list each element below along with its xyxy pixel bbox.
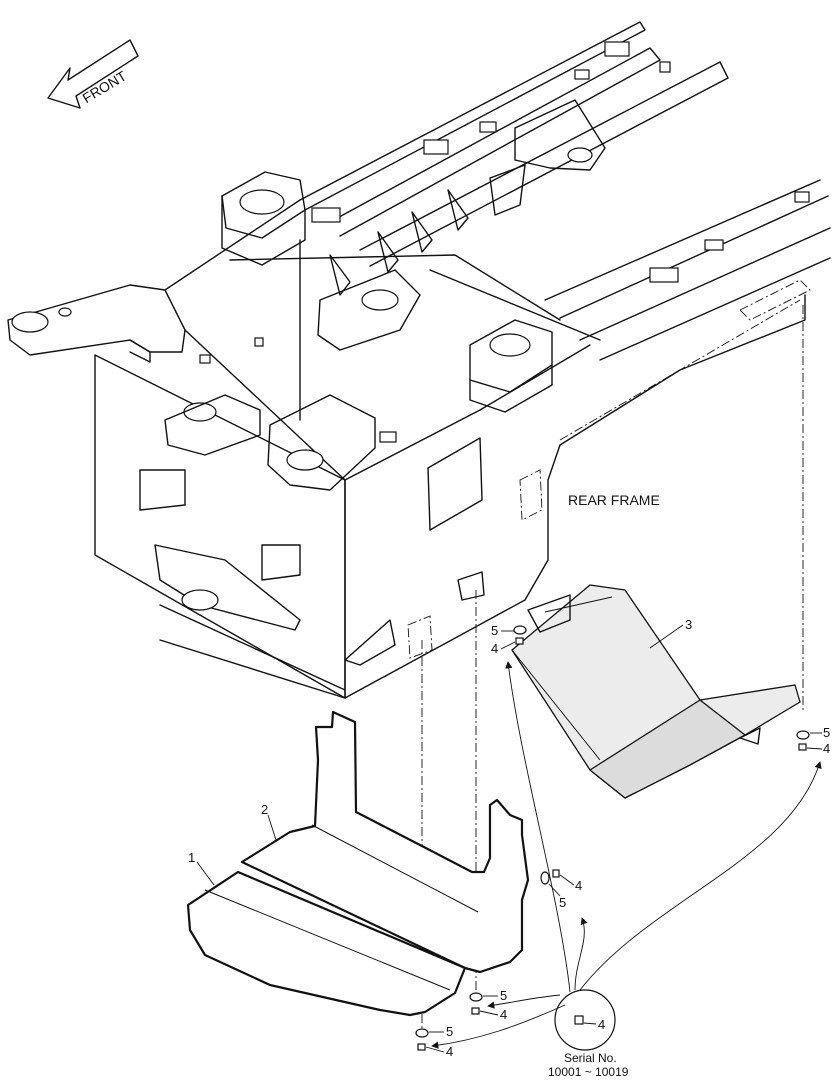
rear-frame-label: REAR FRAME (568, 492, 660, 508)
callout-washer-5c: 5 (559, 895, 566, 910)
serial-detail: 4 Serial No. 10001 ~ 10019 (548, 989, 629, 1079)
callout-washer-5b: 5 (823, 725, 830, 740)
callout-part-1: 1 (188, 850, 195, 865)
callout-bolt-4c: 4 (575, 878, 582, 893)
callout-bolt-4d: 4 (500, 1007, 507, 1022)
detail-callout-4: 4 (598, 1017, 605, 1032)
callout-washer-5d: 5 (500, 988, 507, 1003)
serial-range-label: 10001 ~ 10019 (548, 1065, 629, 1079)
part-1-plate (186, 870, 467, 1017)
part-3-cover (511, 584, 801, 799)
part-2-plate (240, 710, 530, 974)
front-label: FRONT (80, 67, 130, 106)
serial-no-label: Serial No. (564, 1051, 617, 1065)
fasteners (415, 625, 810, 1051)
callouts: 1 2 3 5 4 5 4 4 5 5 4 5 4 (188, 617, 830, 1059)
callout-part-3: 3 (685, 617, 692, 632)
callout-bolt-4a: 4 (491, 641, 498, 656)
callout-washer-5e: 5 (446, 1024, 453, 1039)
callout-washer-5a: 5 (491, 623, 498, 638)
detail-leaders (431, 661, 822, 1049)
callout-part-2: 2 (261, 802, 268, 817)
callout-bolt-4e: 4 (446, 1044, 453, 1059)
rear-frame (7, 21, 831, 699)
front-direction-arrow: FRONT (47, 39, 139, 109)
callout-bolt-4b: 4 (823, 741, 830, 756)
